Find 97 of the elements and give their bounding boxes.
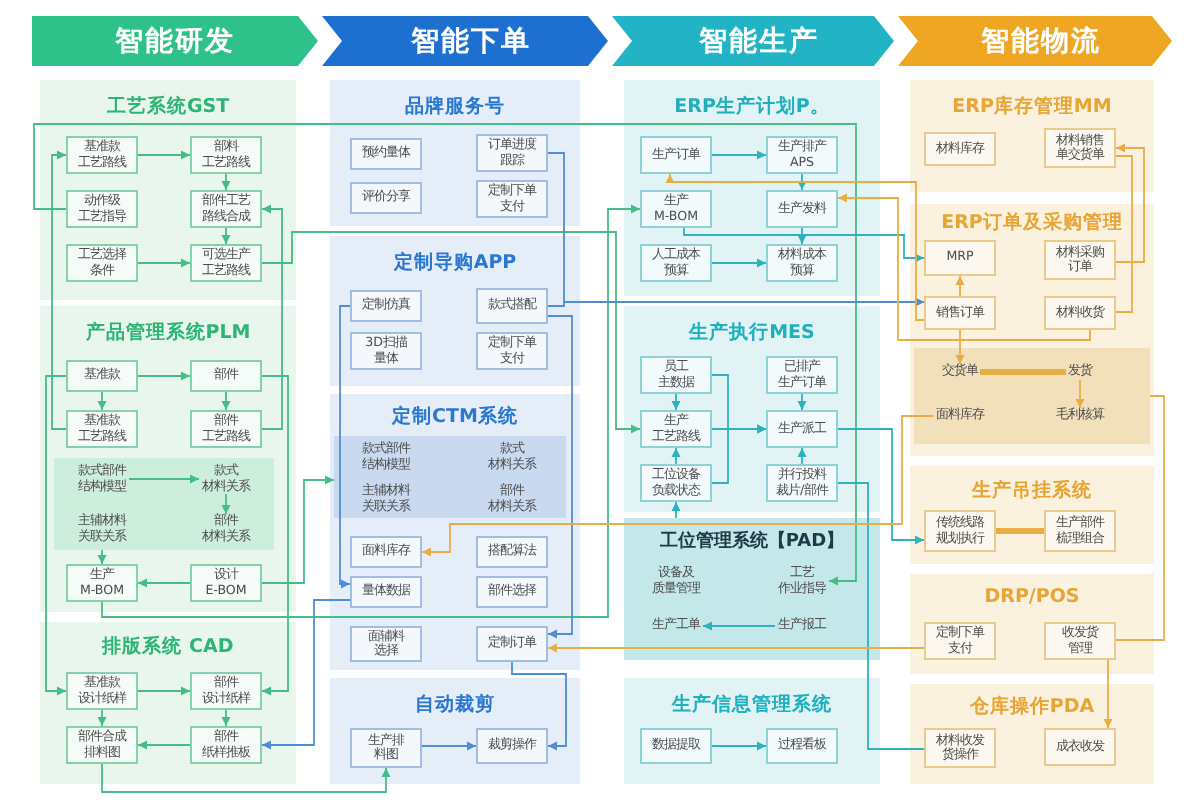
arrow bbox=[1075, 379, 1085, 409]
arrow bbox=[97, 709, 107, 727]
arrow bbox=[33, 123, 857, 586]
arrow bbox=[837, 193, 1091, 341]
arrow bbox=[221, 227, 231, 245]
arrow bbox=[797, 227, 807, 245]
arrow bbox=[671, 393, 681, 411]
arrow bbox=[137, 371, 191, 381]
panel-title: 定制导购APP bbox=[393, 251, 517, 273]
arrow bbox=[711, 741, 767, 751]
arrow bbox=[97, 549, 107, 565]
arrow bbox=[683, 227, 925, 263]
arrow bbox=[671, 447, 681, 465]
panel-title: 品牌服务号 bbox=[405, 95, 505, 117]
system-panel bbox=[330, 236, 580, 386]
arrow bbox=[1115, 143, 1145, 263]
arrow bbox=[97, 391, 107, 411]
system-panel bbox=[624, 80, 880, 296]
system-panel bbox=[910, 80, 1154, 192]
panel-title: 生产吊挂系统 bbox=[972, 479, 1092, 501]
panel-title: 自动裁剪 bbox=[415, 693, 495, 715]
system-panel bbox=[910, 204, 1154, 456]
system-panel bbox=[624, 518, 880, 660]
panel-title: ERP生产计划P。 bbox=[674, 95, 830, 117]
stage-banner: 智能生产 bbox=[612, 16, 894, 66]
arrow bbox=[261, 375, 289, 696]
panel-title: 生产执行MES bbox=[689, 321, 815, 343]
arrow bbox=[837, 428, 925, 545]
arrow bbox=[221, 173, 231, 191]
arrow bbox=[51, 150, 67, 430]
panel-title: 排版系统 CAD bbox=[102, 635, 234, 657]
panel-title: 生产信息管理系统 bbox=[672, 693, 832, 715]
arrow bbox=[711, 258, 767, 268]
panel-title: 工位管理系统【PAD】 bbox=[659, 531, 845, 553]
arrow bbox=[221, 493, 231, 515]
arrow bbox=[128, 474, 200, 484]
system-panel bbox=[330, 80, 580, 226]
connector-line bbox=[1115, 155, 1133, 313]
arrow bbox=[711, 150, 767, 160]
arrow bbox=[137, 578, 191, 588]
system-panel bbox=[330, 394, 580, 670]
relation-band bbox=[914, 348, 1150, 444]
arrow bbox=[137, 258, 191, 268]
system-panel bbox=[40, 306, 296, 612]
system-panel bbox=[624, 678, 880, 784]
arrow bbox=[261, 231, 641, 434]
arrow bbox=[421, 741, 477, 751]
arrow bbox=[137, 150, 191, 160]
arrow bbox=[547, 643, 925, 653]
arrow bbox=[1103, 659, 1113, 729]
system-panel bbox=[910, 466, 1154, 564]
arrow bbox=[671, 501, 681, 519]
stage-banner: 智能研发 bbox=[32, 16, 318, 66]
relation-band bbox=[334, 436, 566, 518]
stage-banner: 智能下单 bbox=[322, 16, 608, 66]
arrow bbox=[955, 329, 965, 365]
arrow bbox=[339, 305, 351, 589]
arrow bbox=[261, 599, 351, 750]
arrow bbox=[221, 391, 231, 411]
arrow bbox=[955, 275, 965, 297]
connector-line bbox=[1115, 395, 1165, 641]
panel-title: ERP订单及采购管理 bbox=[941, 211, 1123, 233]
panel-title: 工艺系统GST bbox=[106, 95, 230, 117]
panel-title: 产品管理系统PLM bbox=[85, 321, 251, 343]
arrow bbox=[797, 393, 807, 411]
arrow bbox=[261, 475, 335, 584]
arrow bbox=[421, 415, 934, 557]
system-panel bbox=[330, 678, 580, 784]
arrow bbox=[137, 686, 191, 696]
system-panel bbox=[910, 684, 1154, 784]
arrow bbox=[547, 297, 925, 307]
panel-title: 定制CTM系统 bbox=[392, 405, 518, 427]
arrow bbox=[665, 173, 925, 321]
arrow bbox=[137, 740, 191, 750]
arrow bbox=[261, 204, 283, 430]
arrow bbox=[45, 375, 67, 696]
stage-banner: 智能物流 bbox=[898, 16, 1172, 66]
connector-line bbox=[837, 482, 925, 750]
arrow bbox=[797, 447, 807, 465]
arrow bbox=[711, 424, 767, 484]
arrow bbox=[221, 709, 231, 727]
system-panel bbox=[40, 622, 296, 784]
arrow bbox=[702, 621, 776, 631]
system-panel bbox=[624, 306, 880, 512]
arrow bbox=[547, 315, 573, 639]
connector-line bbox=[980, 369, 1066, 375]
system-panel bbox=[40, 80, 296, 300]
arrow bbox=[797, 173, 807, 191]
arrow bbox=[101, 763, 391, 793]
arrow bbox=[511, 661, 567, 751]
panel-title: 仓库操作PDA bbox=[969, 695, 1095, 717]
connector-line bbox=[996, 528, 1044, 534]
relation-band bbox=[54, 458, 274, 550]
panel-title: ERP库存管理MM bbox=[952, 95, 1112, 117]
panel-title: DRP/POS bbox=[984, 585, 1080, 607]
system-panel bbox=[910, 574, 1154, 674]
arrow bbox=[101, 204, 641, 618]
